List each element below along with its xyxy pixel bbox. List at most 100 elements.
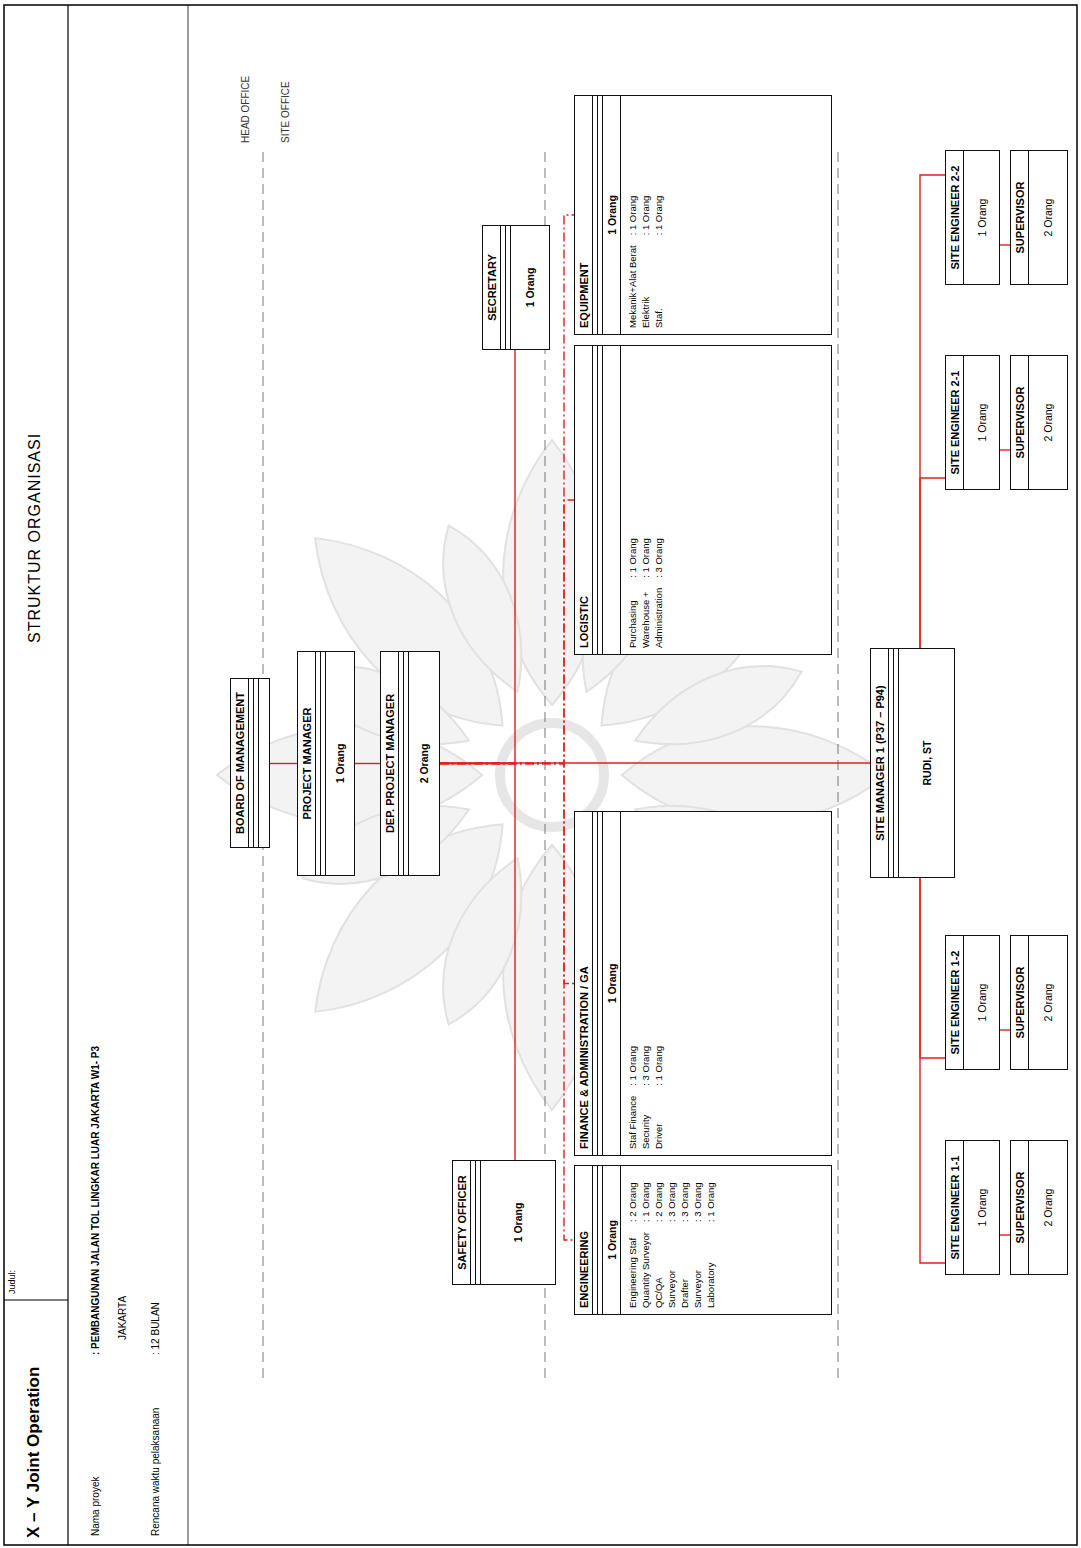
title-row: SITE ENGINEER 1-1: [946, 1141, 964, 1274]
staff-count: 2 Orang: [1041, 984, 1055, 1022]
title-row: FINANCE & ADMINISTRATION / GA: [575, 812, 593, 1155]
title-row: SECRETARY: [483, 226, 501, 349]
staff-count: 1 Orang: [605, 195, 619, 235]
count-row: 1 Orang: [603, 812, 621, 1155]
box-title: SUPERVISOR: [1014, 387, 1026, 459]
staff-role: Drafter: [679, 1232, 691, 1308]
box-title: SITE ENGINEER 2-1: [949, 371, 961, 475]
box-title: SECRETARY: [486, 254, 498, 321]
staff-role: Laboratory: [705, 1232, 717, 1308]
box-title: SITE MANAGER 1 (P37 – P94): [874, 685, 886, 840]
staff-count: 2 Orang: [417, 744, 431, 784]
role-count: : 2 Orang: [653, 1182, 665, 1222]
divider-strip: [321, 652, 326, 875]
role-count: : 1 Orang: [653, 196, 665, 236]
title-row: SAFETY OFFICER: [453, 1161, 471, 1284]
site-engineer-box: SITE ENGINEER 2-2 1 Orang: [945, 150, 1000, 285]
reporting-line: [920, 478, 945, 648]
staff-role: QC/QA: [653, 1232, 665, 1308]
label-holder: SITE OFFICE: [280, 81, 291, 143]
header-divider: [4, 1299, 68, 1300]
staff-role: Surveyor: [692, 1232, 704, 1308]
role-count: : 1 Orang: [627, 196, 639, 236]
reporting-line: [920, 175, 945, 648]
title-row: SUPERVISOR: [1011, 151, 1029, 284]
role-count: : 1 Orang: [627, 538, 639, 578]
department-line: [440, 215, 574, 764]
watermark-petal: [624, 644, 813, 768]
title-row: SITE ENGINEER 1-2: [946, 936, 964, 1069]
staff-count: 1 Orang: [605, 964, 619, 1004]
role-count: : 3 Orang: [692, 1182, 704, 1222]
reporting-line: [440, 350, 515, 764]
staff-count: 1 Orang: [605, 1220, 619, 1260]
reporting-line: [440, 762, 870, 763]
reporting-line: [1000, 1234, 1010, 1235]
diagram-title: STRUKTUR ORGANISASI: [26, 433, 43, 643]
label-holder: Nama proyek: [90, 1477, 101, 1536]
role-count: : 1 Orang: [640, 196, 652, 236]
count-row: 1 Orang: [603, 1166, 621, 1314]
title-row: DEP. PROJECT MANAGER: [381, 652, 399, 875]
department-box: FINANCE & ADMINISTRATION / GA 1 OrangStaf…: [574, 811, 832, 1156]
divider-strip: [476, 1161, 481, 1284]
box-title: SUPERVISOR: [1014, 182, 1026, 254]
title-row: LOGISTIC: [575, 346, 593, 654]
count-row: [259, 679, 269, 847]
count-row: 1 Orang: [964, 1141, 999, 1274]
box-title: ENGINEERING: [578, 1231, 590, 1308]
box-title: PROJECT MANAGER: [301, 708, 313, 820]
count-row: 1 Orang: [964, 151, 999, 284]
role-count: : 3 Orang: [640, 1046, 652, 1086]
staff-count: 1 Orang: [975, 1189, 989, 1227]
box-title: DEP. PROJECT MANAGER: [384, 694, 396, 833]
reporting-line: [440, 764, 515, 1161]
role-count: : 1 Orang: [705, 1182, 717, 1222]
staff-list: Staf Finance: 1 OrangSecurity: 3 OrangDr…: [621, 812, 671, 1155]
role-count: : 3 Orang: [653, 538, 665, 578]
box-title: SUPERVISOR: [1014, 1172, 1026, 1244]
role-count: : 2 Orang: [627, 1182, 639, 1222]
manager-box: PROJECT MANAGER 1 Orang: [297, 651, 355, 876]
supervisor-box: SUPERVISOR2 Orang: [1010, 150, 1068, 285]
count-row: 2 Orang: [1029, 1141, 1067, 1274]
title-row: SUPERVISOR: [1011, 936, 1029, 1069]
box-title: SITE ENGINEER 1-2: [949, 951, 961, 1055]
manager-box: DEP. PROJECT MANAGER 2 Orang: [380, 651, 440, 876]
title-row: BOARD OF MANAGEMENT: [231, 679, 249, 847]
box-title: SITE ENGINEER 2-2: [949, 166, 961, 270]
reporting-line: [920, 878, 945, 1263]
department-line: [440, 764, 574, 984]
staff-list: Mekanik+Alat Berat: 1 OrangElektrik: 1 O…: [621, 96, 671, 334]
count-row: 1 Orang: [964, 356, 999, 489]
staff-count: 1 Orang: [975, 404, 989, 442]
supervisor-box: SUPERVISOR2 Orang: [1010, 355, 1068, 490]
box-title: EQUIPMENT: [578, 263, 590, 328]
staff-role: Mekanik+Alat Berat: [627, 245, 639, 328]
field-value: : 12 BULAN: [150, 1302, 161, 1355]
company-name: X – Y Joint Operation: [24, 1367, 43, 1538]
box-title: BOARD OF MANAGEMENT: [234, 692, 246, 834]
count-row: 2 Orang: [1029, 151, 1067, 284]
label-holder: Rencana waktu pelaksanaan: [150, 1408, 161, 1536]
staff-box: SECRETARY 1 Orang: [482, 225, 550, 350]
count-row: [603, 346, 621, 654]
staff-count: 2 Orang: [1041, 1189, 1055, 1227]
field-label: Judul:: [7, 1270, 17, 1294]
title-holder: STRUKTUR ORGANISASI: [26, 433, 44, 643]
staff-role: Administration: [653, 588, 665, 648]
title-row: SUPERVISOR: [1011, 356, 1029, 489]
count-row: 2 Orang: [1029, 356, 1067, 489]
role-count: : 3 Orang: [666, 1182, 678, 1222]
staff-count: 1 Orang: [333, 744, 347, 784]
staff-count: 1 Orang: [975, 199, 989, 237]
label-holder: : PEMBANGUNAN JALAN TOL LINGKAR LUAR JAK…: [90, 1046, 101, 1355]
box-title: SAFETY OFFICER: [456, 1175, 468, 1270]
label-holder: HEAD OFFICE: [240, 76, 251, 143]
staff-count: RUDI, ST: [920, 741, 934, 786]
count-row: 1 Orang: [511, 226, 549, 349]
department-box: EQUIPMENT1 OrangMekanik+Alat Berat: 1 Or…: [574, 95, 832, 335]
